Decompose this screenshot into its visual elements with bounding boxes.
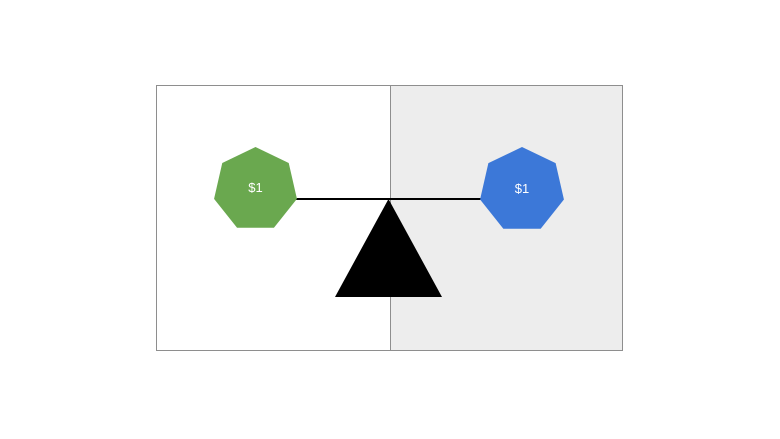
right-weight-label: $1 (514, 180, 530, 196)
left-weight-label: $1 (248, 180, 263, 195)
left-weight-heptagon: $1 (214, 147, 297, 228)
right-weight-heptagon: $1 (480, 147, 564, 229)
